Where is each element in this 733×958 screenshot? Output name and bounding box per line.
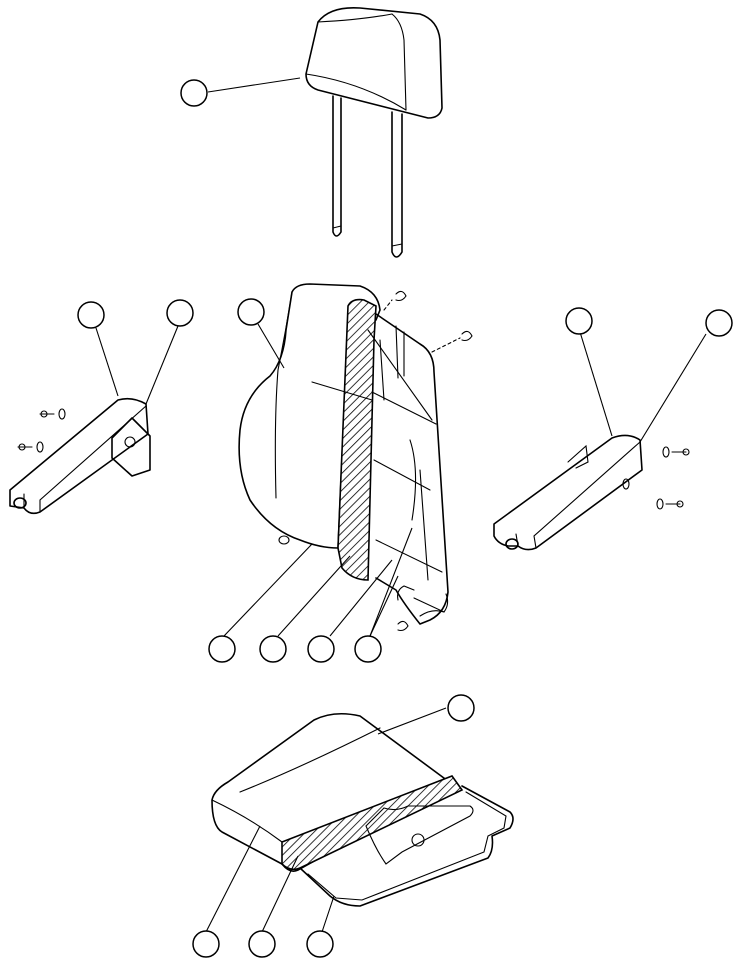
callout-back-1 — [208, 635, 236, 663]
callout-left-armrest-2 — [166, 299, 194, 327]
callout-seat-back — [237, 298, 265, 326]
callout-cushion-3 — [306, 930, 334, 958]
callout-back-2 — [259, 635, 287, 663]
callout-cushion-top — [447, 694, 475, 722]
callout-left-armrest-1 — [77, 301, 105, 329]
callout-back-3 — [307, 635, 335, 663]
callout-right-armrest-1 — [565, 307, 593, 335]
seat-cushion — [211, 712, 514, 907]
headrest — [305, 6, 443, 258]
right-armrest — [493, 434, 690, 551]
leader-lines — [95, 77, 707, 933]
callout-cushion-1 — [192, 930, 220, 958]
callout-right-armrest-2 — [705, 309, 733, 337]
callout-back-4 — [354, 635, 382, 663]
left-armrest — [9, 397, 151, 515]
callout-cushion-2 — [248, 930, 276, 958]
seat-back — [238, 283, 473, 632]
callout-headrest — [180, 79, 208, 107]
callouts — [77, 79, 733, 958]
